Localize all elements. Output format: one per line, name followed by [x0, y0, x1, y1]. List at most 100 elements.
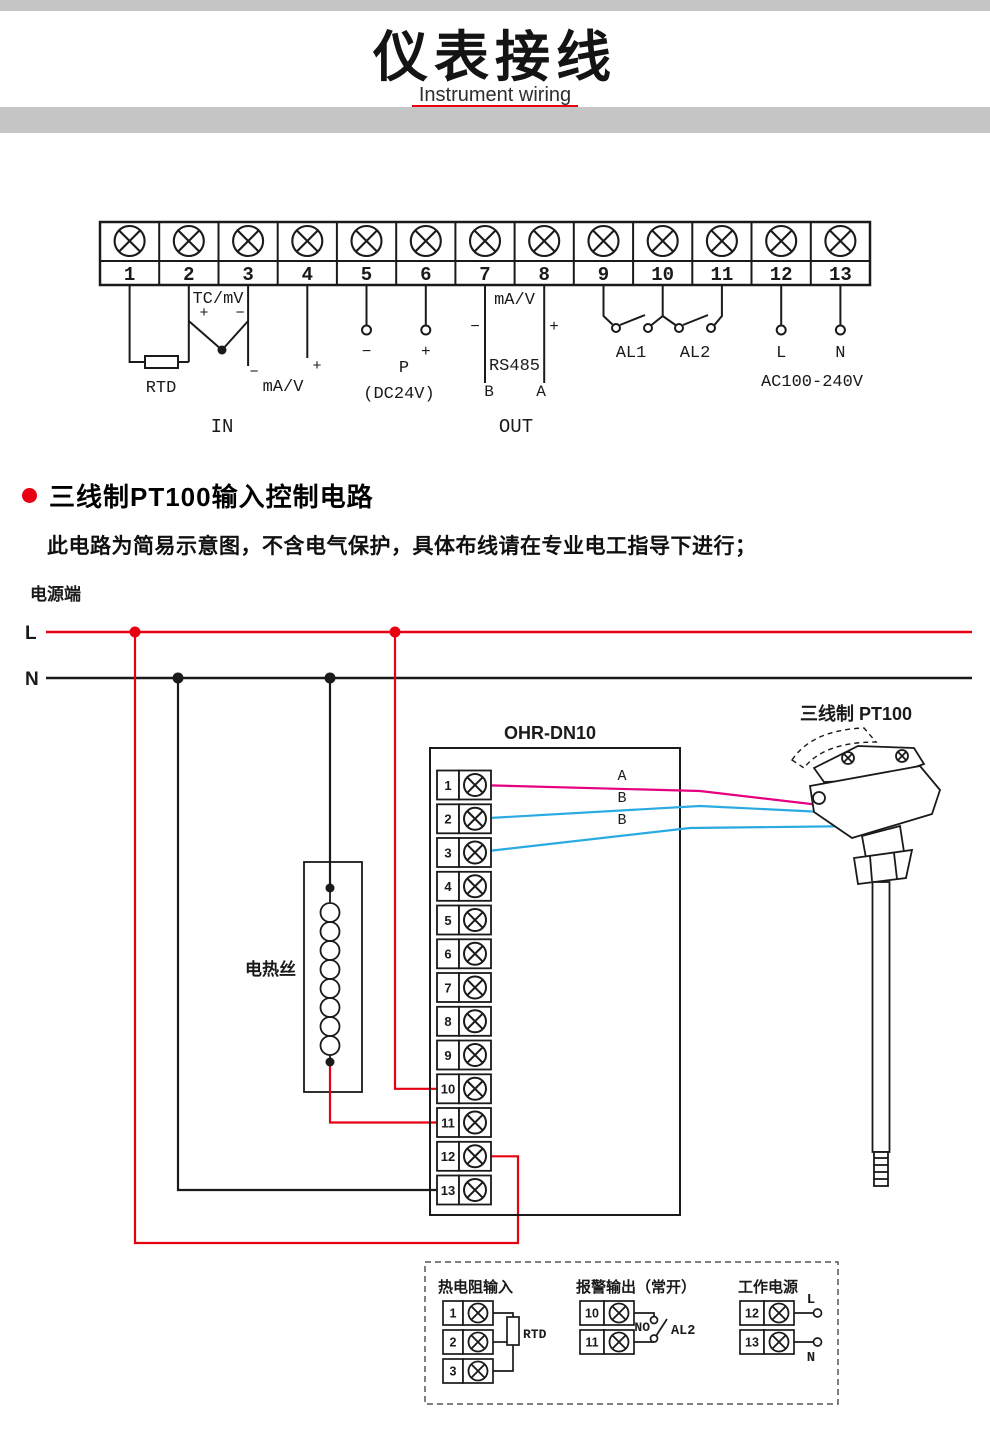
relay-blade — [619, 314, 646, 326]
sensor-tip — [873, 1151, 889, 1187]
legend-no-label: NO — [634, 1320, 650, 1335]
ma-v-in-label: mA/V — [263, 378, 305, 397]
screw-icon — [463, 806, 487, 831]
wire-heater-to-t11 — [328, 1062, 470, 1124]
screw-icon — [463, 1178, 487, 1202]
legend-power-wiring — [794, 1308, 823, 1347]
screw-icon — [463, 1043, 487, 1067]
svg-text:9: 9 — [444, 1048, 451, 1063]
svg-text:2: 2 — [444, 812, 451, 827]
heater-box — [303, 861, 363, 1093]
screw-icon — [291, 224, 324, 258]
sensor-screw-icon — [841, 751, 855, 765]
plus-sign: + — [549, 318, 559, 336]
screw-icon — [768, 1331, 790, 1353]
legend-rtd-wiring — [493, 1312, 520, 1372]
legend-border — [424, 1261, 839, 1405]
relay-contact — [611, 323, 621, 333]
svg-text:12: 12 — [745, 1307, 759, 1321]
ac-range-label: AC100-240V — [761, 373, 864, 392]
minus-sign: − — [470, 318, 480, 336]
tc-label: TC/mV — [192, 290, 244, 309]
n-label: N — [835, 344, 845, 363]
relay-blade — [655, 1318, 668, 1337]
legend-alarm-wiring — [634, 1312, 668, 1343]
section-heading: 三线制PT100输入控制电路 — [22, 477, 374, 514]
sensor-probe — [871, 881, 891, 1153]
sensor-screw-icon — [895, 749, 909, 763]
rs485-b-label: B — [484, 383, 494, 401]
minus-sign: − — [362, 343, 372, 361]
terminal-wiring-diagram: 1 2 3 4 5 6 7 8 9 10 11 12 13 — [98, 220, 872, 438]
coil-node-dot — [325, 1057, 335, 1067]
screw-icon — [528, 224, 561, 258]
screw-icon — [463, 1076, 487, 1101]
screw-icon — [463, 1110, 487, 1135]
screw-icon — [463, 773, 487, 797]
legend-al2-label: AL2 — [671, 1324, 695, 1339]
terminal-number: 6 — [420, 264, 431, 286]
screw-icon — [463, 975, 487, 1000]
terminal-number: 10 — [651, 264, 674, 286]
svg-text:13: 13 — [441, 1183, 455, 1198]
rs485-a-label: A — [536, 383, 546, 401]
sensor-gland — [812, 791, 826, 805]
minus-sign: − — [249, 364, 258, 381]
svg-text:1: 1 — [450, 1307, 457, 1321]
heater-coil — [319, 883, 341, 1067]
terminal-number: 13 — [829, 264, 852, 286]
svg-text:12: 12 — [441, 1149, 455, 1164]
page-title: 仪表接线 — [372, 26, 617, 88]
wire-b1 — [474, 804, 865, 820]
terminal-number: 5 — [361, 264, 372, 286]
legend-rtd-title: 热电阻输入 — [438, 1278, 513, 1296]
terminal-number: 8 — [538, 264, 549, 286]
rs485-label: RS485 — [489, 357, 540, 376]
section-title: 三线制PT100输入控制电路 — [49, 482, 374, 512]
control-circuit-diagram: 电源端 L N 电热丝 — [25, 584, 972, 1405]
screw-icon — [172, 224, 205, 258]
screw-icon — [463, 840, 487, 865]
screw-icon — [587, 224, 620, 258]
screw-icon — [765, 224, 798, 258]
screw-icon — [768, 1302, 790, 1324]
device-label: OHR-DN10 — [504, 723, 596, 743]
thermocouple-symbol — [188, 320, 249, 352]
wire-b2 — [474, 824, 865, 854]
ohr-dn10-box — [429, 747, 681, 1216]
screw-icon — [468, 224, 502, 258]
l-label: L — [776, 344, 786, 363]
screw-icon — [463, 908, 487, 932]
io-labels: TC/mV + − RTD − mA/V + IN − + P (DC24V) … — [146, 290, 864, 438]
page-subtitle: Instrument wiring — [418, 84, 572, 106]
screw-icon — [409, 224, 442, 258]
screw-icon — [467, 1302, 489, 1324]
header-bottom-band — [0, 107, 990, 133]
relay-contact — [649, 1334, 659, 1343]
terminal-number: 9 — [598, 264, 609, 286]
p-label: P — [399, 359, 409, 378]
screw-icon — [463, 874, 487, 899]
open-terminal — [775, 324, 787, 336]
screw-icon — [463, 1009, 487, 1034]
screw-icon — [463, 1144, 487, 1169]
relay-contact — [649, 1315, 659, 1325]
power-rails — [46, 626, 972, 684]
plus-sign: + — [421, 343, 431, 361]
terminal-number: 7 — [479, 264, 490, 286]
svg-text:3: 3 — [450, 1365, 457, 1379]
terminal-number: 11 — [710, 264, 733, 286]
wire-l-to-t12 — [133, 632, 520, 1245]
wire-b-label: B — [617, 790, 626, 807]
legend-alarm-title: 报警输出（常开） — [576, 1278, 696, 1296]
screw-icon — [705, 224, 738, 258]
cell-dividers — [158, 222, 812, 285]
legend: 热电阻输入 报警输出（常开） 工作电源 RTD NO AL2 — [424, 1261, 839, 1405]
open-terminal — [361, 324, 372, 336]
svg-text:5: 5 — [444, 913, 451, 928]
legend-power-title: 工作电源 — [738, 1278, 798, 1296]
screw-icon — [463, 941, 487, 966]
rtd-wire — [128, 285, 145, 363]
screw-icon — [824, 224, 857, 258]
svg-text:2: 2 — [450, 1336, 457, 1350]
